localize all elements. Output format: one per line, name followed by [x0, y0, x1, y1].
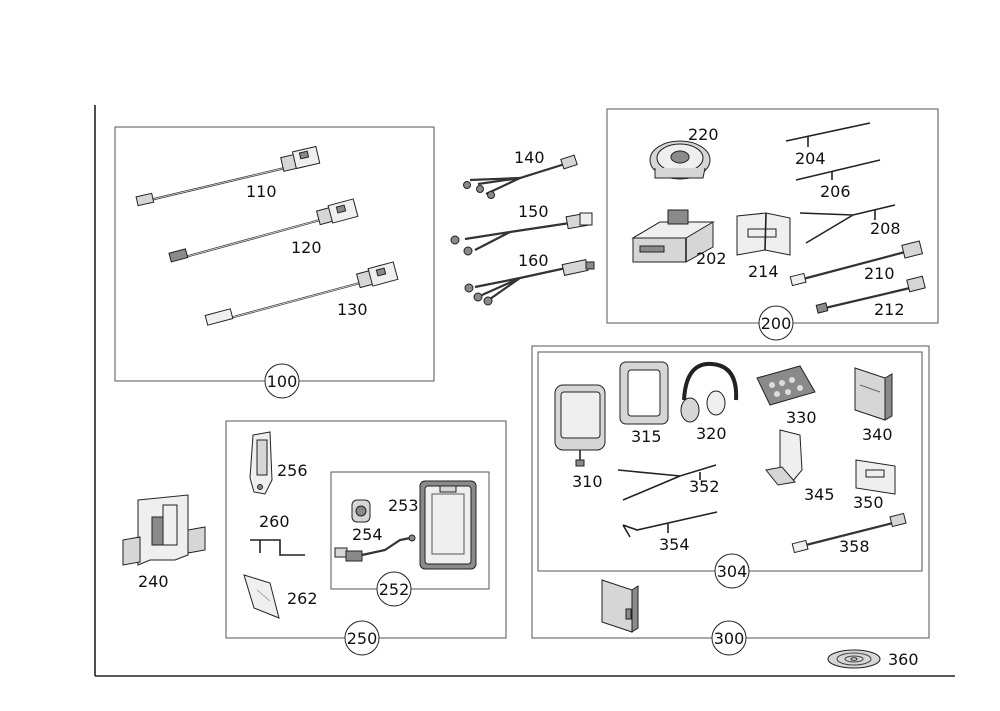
callout-358: 358: [839, 537, 870, 556]
callout-204: 204: [795, 149, 826, 168]
monitor-310: [554, 384, 606, 467]
callout-150: 150: [518, 202, 549, 221]
callout-262: 262: [287, 589, 318, 608]
callout-214: 214: [748, 262, 779, 281]
callout-354: 354: [659, 535, 690, 554]
callout-340: 340: [862, 425, 893, 444]
callout-202: 202: [696, 249, 727, 268]
svg-text:100: 100: [267, 372, 298, 391]
callout-310: 310: [572, 472, 603, 491]
film-262: [243, 574, 280, 619]
callout-304: 304: [714, 553, 750, 589]
callout-110: 110: [246, 182, 277, 201]
wire-352: [617, 464, 717, 501]
callout-352: 352: [689, 477, 720, 496]
button-254: [351, 499, 371, 523]
svg-text:300: 300: [714, 629, 745, 648]
callout-200: 200: [758, 305, 794, 341]
callout-252: 252: [376, 571, 412, 607]
callout-120: 120: [291, 238, 322, 257]
callout-253: 253: [388, 496, 419, 515]
cable-140: [463, 154, 578, 199]
wire-260: [250, 539, 305, 556]
cable-110: [135, 145, 321, 207]
cable-160: [464, 259, 595, 306]
svg-text:250: 250: [347, 629, 378, 648]
callout-220: 220: [688, 125, 719, 144]
cable-212: [815, 275, 926, 314]
cable-120: [168, 198, 359, 263]
cable-210: [789, 240, 924, 287]
callout-206: 206: [820, 182, 851, 201]
callout-212: 212: [874, 300, 905, 319]
callout-208: 208: [870, 219, 901, 238]
disc-360: [827, 649, 881, 669]
callout-130: 130: [337, 300, 368, 319]
hinge-256: [249, 431, 273, 495]
callout-140: 140: [514, 148, 545, 167]
manual-350: [855, 459, 896, 495]
group-100-box: [114, 126, 435, 382]
mount-frame-253: [419, 480, 477, 570]
callout-320: 320: [696, 424, 727, 443]
manual-214: [736, 212, 791, 256]
cable-130: [204, 261, 399, 326]
callout-330: 330: [786, 408, 817, 427]
callout-160: 160: [518, 251, 549, 270]
callout-260: 260: [259, 512, 290, 531]
wire-204: [785, 122, 871, 142]
module-300: [601, 579, 639, 633]
callout-345: 345: [804, 485, 835, 504]
wire-208: [799, 204, 896, 244]
callout-250: 250: [344, 620, 380, 656]
callout-315: 315: [631, 427, 662, 446]
callout-100: 100: [264, 363, 300, 399]
module-202: [631, 209, 715, 263]
headphones-320: [680, 361, 739, 423]
callout-210: 210: [864, 264, 895, 283]
speaker-220: [649, 140, 711, 180]
wire-354: [622, 511, 718, 538]
svg-text:304: 304: [717, 562, 748, 581]
cable-358: [791, 512, 907, 554]
callout-300: 300: [711, 620, 747, 656]
callout-360: 360: [888, 650, 919, 669]
bracket-345: [765, 429, 803, 486]
frame-315: [619, 361, 669, 425]
callout-256: 256: [277, 461, 308, 480]
module-340: [854, 367, 893, 421]
harness-254b: [334, 534, 416, 562]
bracket-240: [122, 494, 206, 566]
wire-206: [795, 159, 881, 181]
callout-254: 254: [352, 525, 383, 544]
remote-330: [756, 365, 816, 406]
svg-text:252: 252: [379, 580, 410, 599]
callout-240: 240: [138, 572, 169, 591]
callout-350: 350: [853, 493, 884, 512]
svg-text:200: 200: [761, 314, 792, 333]
cable-150: [450, 212, 593, 256]
